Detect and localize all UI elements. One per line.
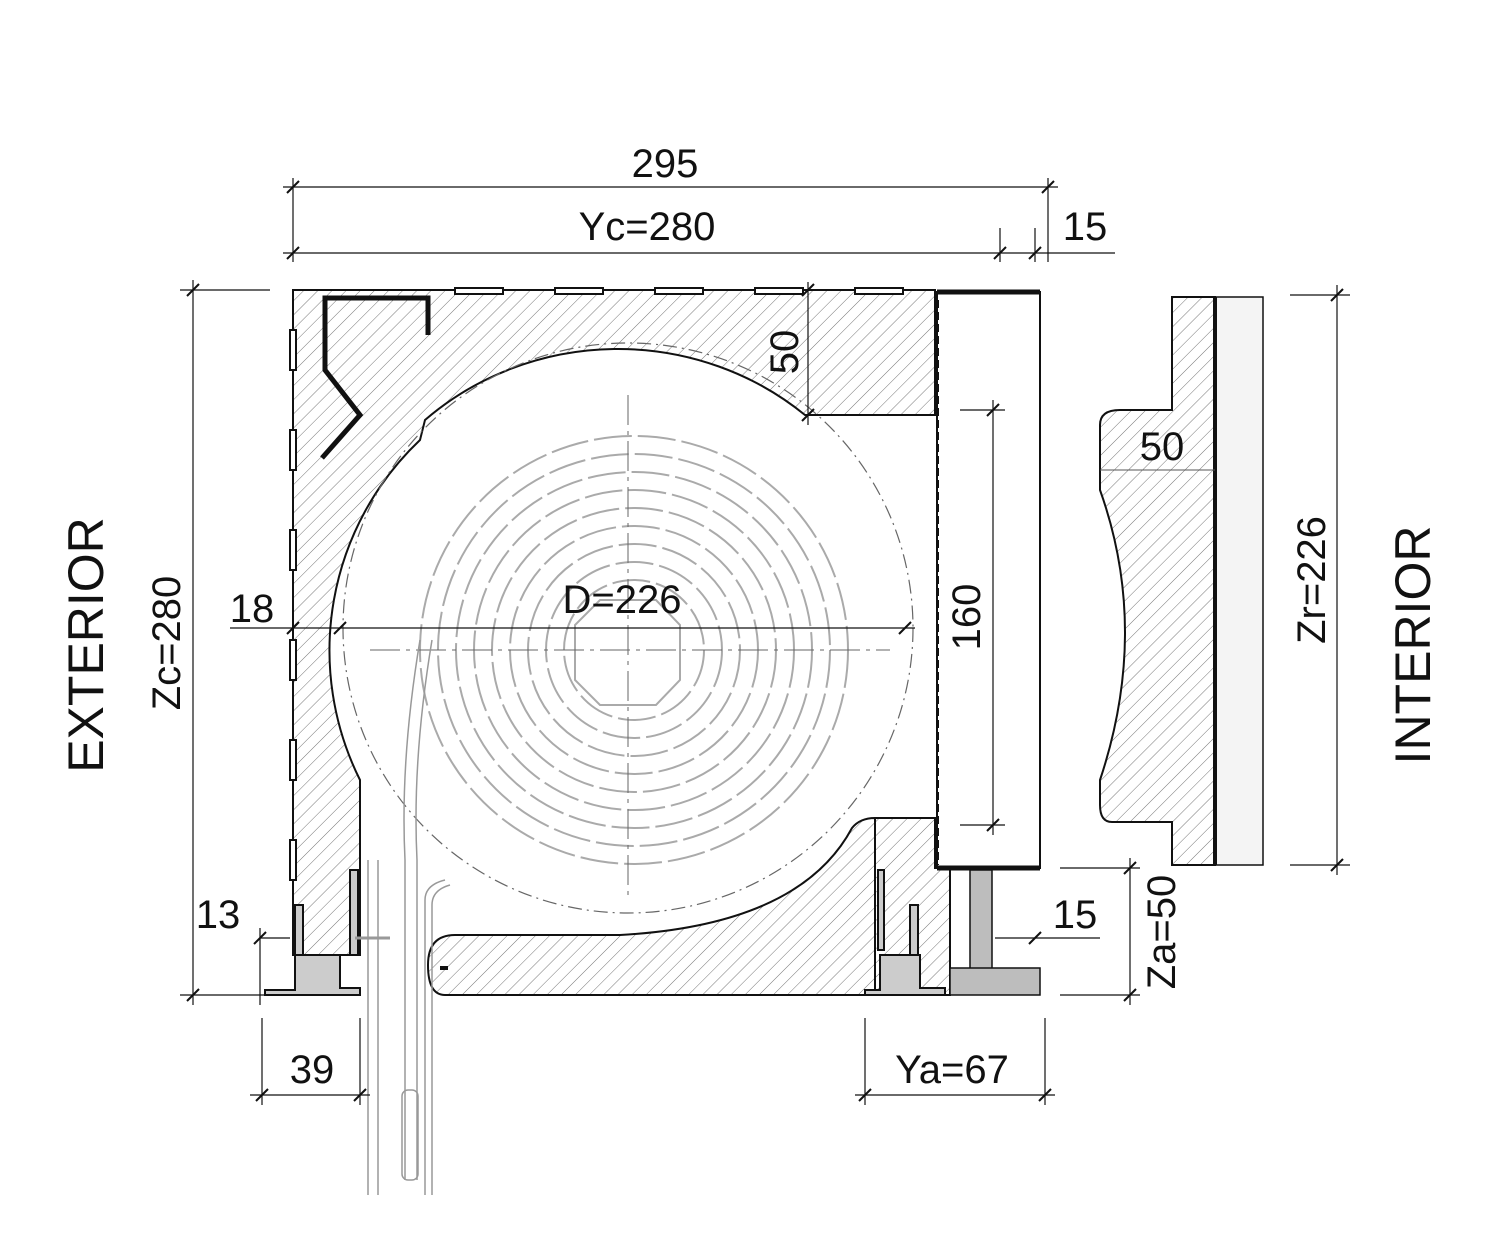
dimension-tick xyxy=(801,283,815,297)
dimension-tick xyxy=(801,408,815,422)
dimension-lines xyxy=(180,178,1350,1105)
dim-bottom-right: 15 xyxy=(1053,893,1098,937)
dim-top-thickness: 50 xyxy=(763,330,807,375)
dimension-tick xyxy=(253,931,267,945)
dim-yc: Yc=280 xyxy=(579,205,716,249)
dim-wall-left: 18 xyxy=(230,587,275,631)
guide-rail-left xyxy=(264,869,361,996)
label-interior: INTERIOR xyxy=(1385,526,1441,765)
bottom-piece-hatched xyxy=(426,816,876,996)
dim-overall-width: 295 xyxy=(632,142,699,186)
dim-opening: 160 xyxy=(945,584,989,651)
side-panel-strip xyxy=(1214,296,1264,866)
dim-side-thickness: 50 xyxy=(1140,425,1185,469)
inner-panel xyxy=(936,291,1041,869)
dimension-tick xyxy=(898,621,912,635)
dim-ya: Ya=67 xyxy=(895,1048,1009,1092)
dimension-tick xyxy=(286,621,300,635)
dim-guide-width: 39 xyxy=(290,1048,335,1092)
axle-octagon xyxy=(574,599,681,706)
dimension-tick xyxy=(333,621,347,635)
coil-slat-ring xyxy=(437,453,831,847)
shutter-curtain xyxy=(367,639,451,1195)
top-notches xyxy=(289,287,904,881)
dimension-tick xyxy=(1028,931,1042,945)
guide-rail-right xyxy=(864,869,946,996)
steel-bracket xyxy=(320,295,431,460)
dim-diameter: D=226 xyxy=(563,578,682,622)
side-panel-hatched xyxy=(1099,296,1216,866)
dim-za: Za=50 xyxy=(1140,875,1184,990)
label-exterior: EXTERIOR xyxy=(58,517,114,773)
dim-offset-top: 15 xyxy=(1063,205,1108,249)
dim-zr: Zr=226 xyxy=(1290,516,1334,644)
support-post xyxy=(969,869,993,971)
dim-zc: Zc=280 xyxy=(145,576,189,711)
dim-bottom-left: 13 xyxy=(196,893,241,937)
support-base xyxy=(949,967,1041,996)
